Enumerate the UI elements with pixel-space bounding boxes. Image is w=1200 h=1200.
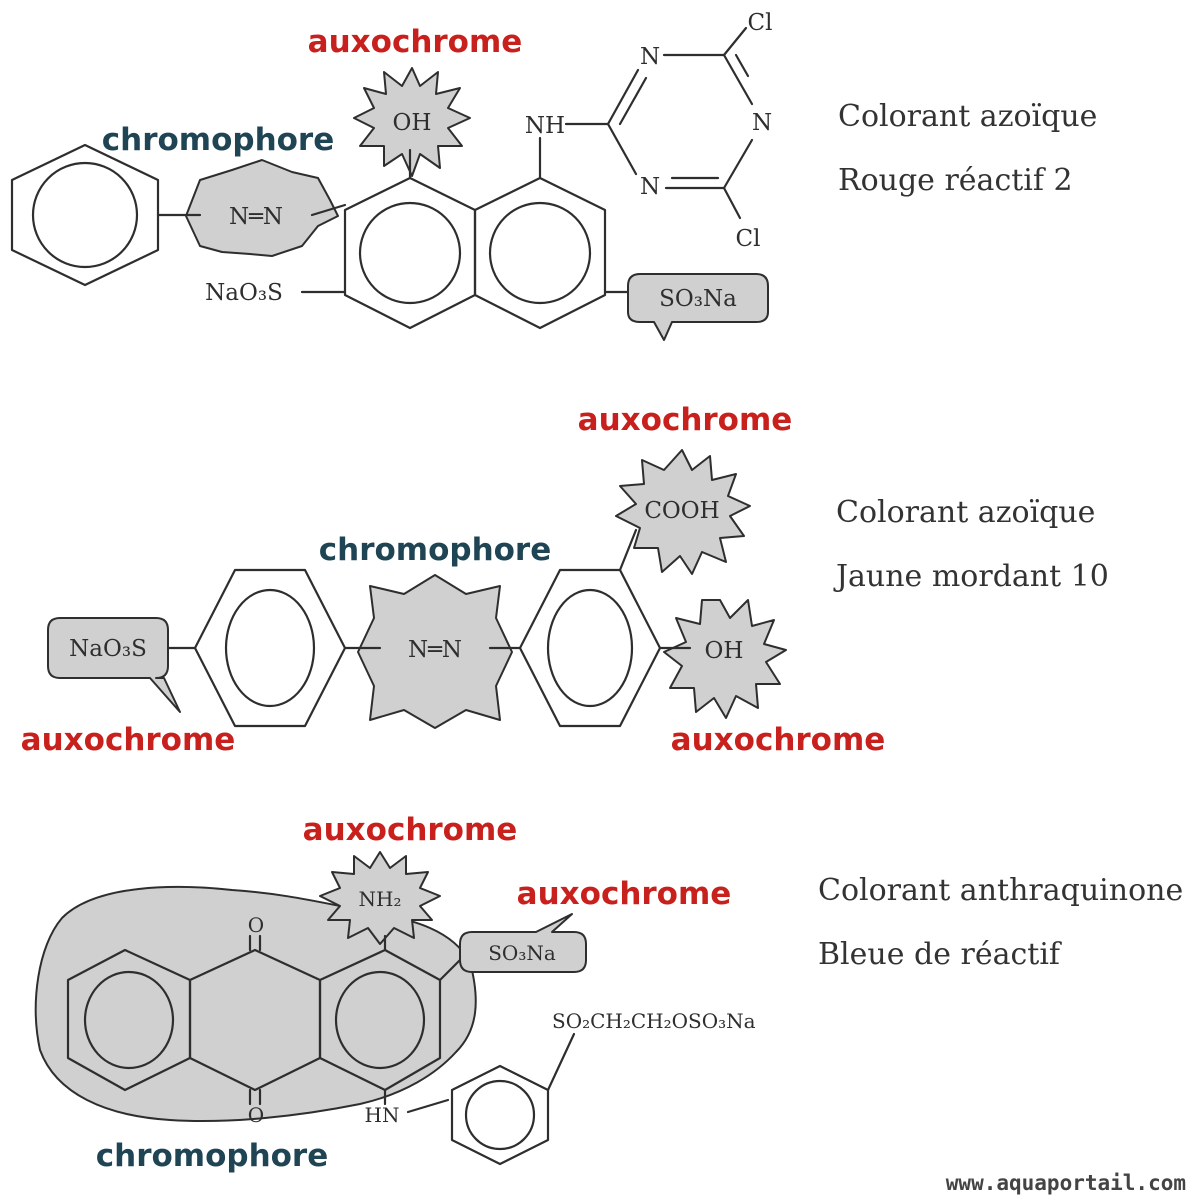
auxochrome-burst-oh-1	[353, 67, 471, 177]
benzene-left-2	[193, 568, 347, 728]
triazine-bond-d	[722, 138, 754, 190]
label-auxochrome-1: auxochrome	[308, 24, 523, 60]
caption-name-3: Bleue de réactif	[818, 937, 1062, 972]
caption-family-2: Colorant azoïque	[836, 495, 1095, 530]
caption-family-3: Colorant anthraquinone	[818, 873, 1183, 908]
atom-naso3s-2: NaO₃S	[69, 636, 147, 662]
bond-cl-bottom	[722, 186, 742, 220]
atom-hn: HN	[365, 1103, 400, 1127]
triazine-bond-c2	[734, 53, 750, 78]
atom-o-bottom: O	[248, 1103, 264, 1127]
auxochrome-callout-so3na-3	[459, 913, 587, 973]
atom-oh-2: OH	[705, 638, 744, 664]
atom-so3na-1: SO₃Na	[659, 286, 737, 312]
label-auxochrome-3b: auxochrome	[517, 876, 732, 912]
azo-group-1: N═N	[229, 204, 283, 230]
bond-hn-benzene	[406, 1098, 450, 1114]
chromophore-highlight-1	[185, 159, 339, 257]
caption-name-1: Rouge réactif 2	[838, 163, 1073, 198]
atom-nh2: NH₂	[359, 887, 402, 911]
anthraquinone-left-inner	[83, 970, 175, 1070]
atom-n-bottom: N	[640, 174, 660, 200]
naphthalene-right-ring-1	[473, 176, 607, 330]
atom-cl-bottom: Cl	[736, 226, 761, 252]
triazine-bond-f	[606, 122, 638, 176]
molecule-rouge-reactif-2: N═N OH NH N N N Cl Cl NaO₃S SO₃Na auxoch…	[10, 10, 1097, 341]
site-watermark: www.aquaportail.com	[946, 1171, 1186, 1195]
caption-family-1: Colorant azoïque	[838, 99, 1097, 134]
atom-o-top: O	[248, 913, 264, 937]
label-auxochrome-2a: auxochrome	[578, 402, 793, 438]
benzene-right-inner-2	[546, 588, 634, 708]
benzene-bottom-inner-3	[464, 1079, 536, 1151]
atom-naso3s-1: NaO₃S	[205, 280, 283, 306]
bond-azo-naphthalene	[310, 203, 347, 217]
auxochrome-burst-nh2-3	[319, 851, 441, 945]
benzene-right-2	[518, 568, 662, 728]
bond-cooh	[618, 528, 638, 572]
label-auxochrome-2c: auxochrome	[671, 722, 886, 758]
benzene-left-inner-2	[224, 588, 316, 708]
atom-oh-1: OH	[393, 110, 432, 136]
bond-cl-top	[722, 26, 748, 57]
label-auxochrome-2b: auxochrome	[21, 722, 236, 758]
molecule-bleue-de-reactif: O O NH₂ SO₃Na HN SO₂CH₂CH₂OSO₃Na auxochr…	[34, 811, 1183, 1176]
auxochrome-callout-so3na-1	[627, 273, 769, 341]
auxochrome-callout-naso3s-2	[47, 617, 181, 713]
auxochrome-burst-oh-2	[663, 599, 787, 719]
chromophore-highlight-2	[357, 574, 513, 729]
atom-cl-top: Cl	[748, 10, 773, 36]
atom-nh: NH	[525, 113, 565, 139]
molecule-jaune-mordant-10: N═N COOH OH NaO₃S auxochrome chromophore…	[19, 401, 1109, 760]
triazine-bond-a	[606, 68, 640, 126]
naphthalene-inner-left-1	[358, 201, 462, 305]
atom-n-right: N	[752, 110, 772, 136]
benzene-inner-circle-1	[31, 161, 139, 269]
triazine-bond-c	[722, 53, 754, 106]
atom-so3na-3: SO₃Na	[488, 941, 556, 965]
naphthalene-inner-right-1	[488, 201, 592, 305]
label-chromophore-1: chromophore	[102, 122, 335, 158]
bond-benzene-chain	[546, 1032, 576, 1092]
azo-group-2: N═N	[408, 637, 462, 663]
atom-n-top: N	[640, 44, 660, 70]
chromophore-highlight-3	[34, 885, 477, 1123]
triazine-bond-a2	[618, 76, 648, 126]
anthraquinone-right-inner	[334, 970, 426, 1070]
bond-so3na-3	[438, 958, 462, 982]
naphthalene-left-ring-1	[343, 176, 477, 330]
auxochrome-burst-cooh-2	[615, 449, 751, 575]
caption-name-2: Jaune mordant 10	[833, 559, 1109, 594]
benzene-ring-1	[10, 143, 160, 287]
label-auxochrome-3a: auxochrome	[303, 812, 518, 848]
atom-chain: SO₂CH₂CH₂OSO₃Na	[552, 1009, 756, 1033]
label-chromophore-3: chromophore	[96, 1138, 329, 1174]
atom-cooh: COOH	[644, 498, 719, 524]
label-chromophore-2: chromophore	[319, 532, 552, 568]
